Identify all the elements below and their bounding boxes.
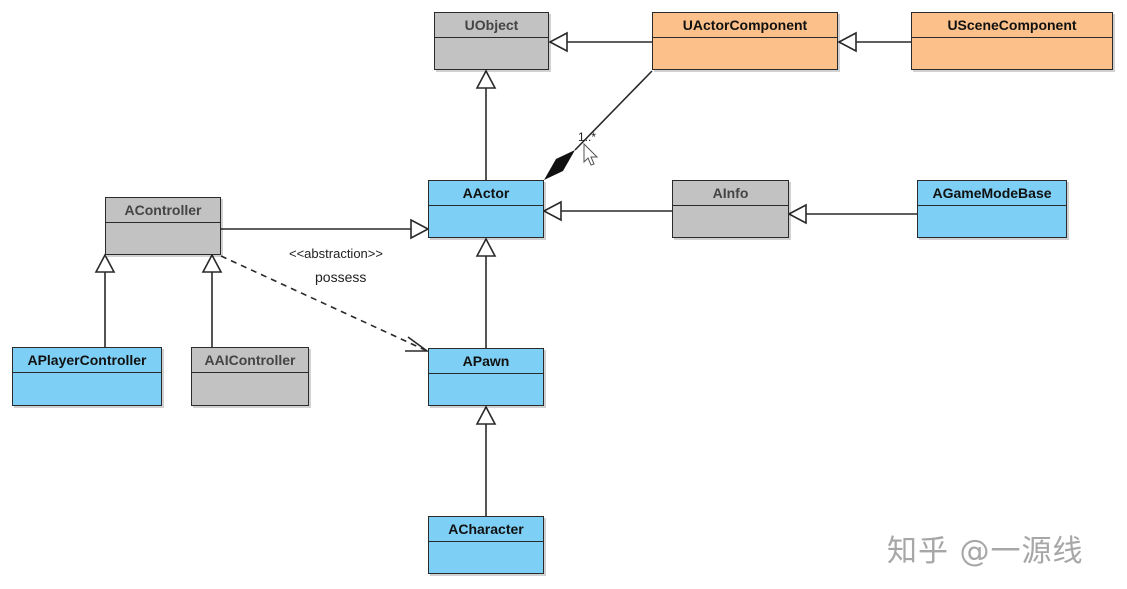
edge-composition-aactor-uactorcomponent: [574, 70, 653, 151]
inherit-arrow-uactorcomponent: [837, 31, 857, 53]
inherit-arrow-acontroller-right: [201, 253, 223, 273]
possess-label: possess: [315, 269, 367, 285]
class-uactorcomponent[interactable]: UActorComponent: [652, 12, 838, 70]
inherit-arrow-ainfo: [787, 203, 807, 225]
class-agamemodebase-name: AGameModeBase: [918, 181, 1066, 206]
class-aaicontroller-name: AAIController: [192, 348, 308, 373]
inherit-arrow-apawn: [475, 405, 497, 425]
stereotype-label: <<abstraction>>: [289, 246, 383, 261]
class-acharacter-name: ACharacter: [429, 517, 543, 542]
open-arrow-apawn: [405, 336, 430, 352]
inherit-arrow-acontroller-left: [94, 253, 116, 273]
inherit-arrow-aactor-bottom: [475, 237, 497, 257]
multiplicity-label: 1..*: [578, 130, 597, 144]
class-ainfo-name: AInfo: [673, 181, 788, 206]
class-uactorcomponent-name: UActorComponent: [653, 13, 837, 38]
edge-possess-dependency: [220, 255, 426, 351]
class-uscenecomponent[interactable]: USceneComponent: [911, 12, 1113, 70]
class-acontroller-name: AController: [106, 198, 220, 223]
inherit-arrow-aactor-left: [410, 218, 430, 240]
class-ainfo[interactable]: AInfo: [672, 180, 789, 238]
class-uscenecomponent-name: USceneComponent: [912, 13, 1112, 38]
composition-diamond: [544, 150, 575, 180]
class-agamemodebase[interactable]: AGameModeBase: [917, 180, 1067, 238]
inherit-arrow-aactor-right: [542, 200, 562, 222]
class-apawn[interactable]: APawn: [428, 348, 544, 406]
class-aactor-name: AActor: [429, 181, 543, 206]
watermark: 知乎 @一源线: [887, 534, 1084, 569]
class-uobject-name: UObject: [435, 13, 548, 38]
class-aactor[interactable]: AActor: [428, 180, 544, 238]
class-aaicontroller[interactable]: AAIController: [191, 347, 309, 406]
inherit-arrow-uobject-bottom: [475, 69, 497, 89]
class-uobject[interactable]: UObject: [434, 12, 549, 70]
class-acharacter[interactable]: ACharacter: [428, 516, 544, 574]
class-aplayercontroller-name: APlayerController: [13, 348, 161, 373]
inherit-arrow-uobject-right: [548, 31, 568, 53]
class-apawn-name: APawn: [429, 349, 543, 374]
cursor-icon: [583, 142, 599, 166]
class-aplayercontroller[interactable]: APlayerController: [12, 347, 162, 406]
class-acontroller[interactable]: AController: [105, 197, 221, 255]
